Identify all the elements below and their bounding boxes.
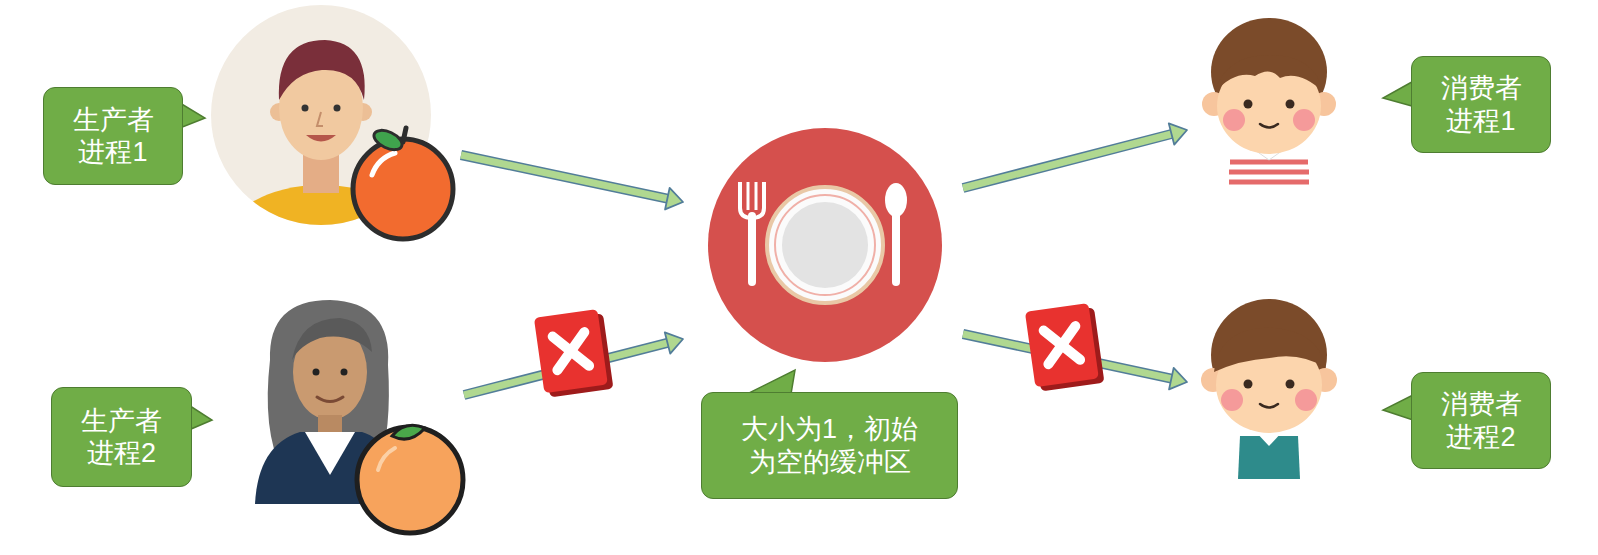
- callout-bubble: 消费者进程1: [1411, 56, 1551, 153]
- plate-buffer: [782, 202, 868, 288]
- callout-text: 消费者进程1: [1436, 72, 1526, 137]
- consumer-figure: [1221, 389, 1243, 411]
- producer-figure: [313, 369, 320, 376]
- process-node: 生产者进程1: [210, 5, 461, 245]
- producer-figure: [341, 369, 348, 376]
- callout-bubble: 生产者进程1: [43, 87, 183, 185]
- arrow-shaft: [461, 155, 667, 199]
- arrow-shaft: [963, 134, 1172, 188]
- consumer-figure: [1260, 124, 1278, 128]
- arrow-head: [1169, 123, 1187, 144]
- callout-text: 大小为1，初始为空的缓冲区: [732, 413, 927, 478]
- process-node: 生产者进程2: [250, 295, 464, 545]
- plate-buffer: [767, 187, 883, 303]
- consumer-figure: [1202, 18, 1336, 190]
- arrow-head: [1169, 368, 1187, 390]
- producer-figure: [302, 105, 309, 112]
- plate-buffer: [892, 212, 900, 286]
- consumer-figure: [1229, 180, 1309, 185]
- orange-icon: [357, 425, 463, 533]
- plate-buffer: [708, 128, 942, 362]
- plate-buffer: [755, 182, 758, 210]
- consumer-figure: [1260, 404, 1278, 408]
- plate-buffer: [747, 182, 750, 210]
- callout-text: 生产者进程2: [76, 405, 167, 470]
- arrow-connector: [963, 123, 1187, 188]
- process-node: 消费者进程2: [1187, 285, 1345, 485]
- plate-buffer: [748, 212, 756, 286]
- apple-icon: [371, 126, 405, 153]
- blocked-mark: [1044, 326, 1080, 364]
- orange-icon: [378, 448, 395, 470]
- apple-icon: [372, 153, 395, 175]
- consumer-figure: [1244, 100, 1253, 109]
- producer-figure: [334, 105, 341, 112]
- arrow-head: [665, 188, 683, 210]
- consumer-figure: [1244, 380, 1253, 389]
- consumer-figure: [1214, 328, 1326, 372]
- blocked-mark: [534, 309, 608, 393]
- blocked-mark: [1044, 326, 1080, 364]
- arrow-connector: [461, 155, 683, 209]
- plate-buffer: [775, 195, 875, 295]
- orange-icon: [392, 425, 425, 439]
- consumer-figure: [1229, 170, 1309, 175]
- producer-figure: [211, 5, 431, 295]
- blocked-mark: [1025, 302, 1105, 392]
- apple-icon: [403, 128, 406, 142]
- consumer-figure: [1295, 389, 1317, 411]
- consumer-figure: [1229, 162, 1309, 182]
- consumer-figure: [1286, 380, 1295, 389]
- consumer-figure: [1286, 100, 1295, 109]
- arrow-shaft: [963, 134, 1172, 188]
- consumer-figure: [1226, 430, 1312, 480]
- producer-figure: [279, 40, 365, 100]
- producer-figure: [292, 318, 372, 360]
- apple-icon: [353, 139, 453, 239]
- callout-text: 生产者进程1: [68, 104, 158, 169]
- blocked-mark: [553, 332, 589, 370]
- consumer-figure: [1228, 148, 1310, 190]
- consumer-figure: [1201, 299, 1337, 480]
- plate-buffer: [885, 183, 907, 217]
- consumer-figure: [1293, 109, 1315, 131]
- consumer-figure: [1215, 55, 1323, 92]
- arrow-shaft: [461, 155, 667, 199]
- process-node: 大小为1，初始为空的缓冲区: [683, 128, 963, 362]
- consumer-figure: [1223, 109, 1245, 131]
- blocked-mark: [534, 308, 614, 398]
- producer-figure: [306, 135, 336, 142]
- blocked-mark: [553, 332, 589, 370]
- producer-figure: [305, 432, 355, 475]
- plate-buffer: [708, 128, 942, 362]
- apple-icon: [353, 126, 453, 239]
- blocked-mark: [1025, 303, 1099, 387]
- producer-figure: [317, 112, 323, 126]
- process-node: 消费者进程1: [1187, 5, 1345, 190]
- callout-text: 消费者进程2: [1436, 388, 1526, 453]
- producer-figure: [317, 397, 343, 402]
- callout-bubble: 生产者进程2: [51, 387, 192, 487]
- orange-icon: [357, 427, 463, 533]
- callout-bubble: 大小为1，初始为空的缓冲区: [701, 392, 958, 499]
- callout-bubble: 消费者进程2: [1411, 372, 1551, 469]
- arrow-head: [665, 332, 683, 353]
- plate-buffer: [740, 182, 764, 218]
